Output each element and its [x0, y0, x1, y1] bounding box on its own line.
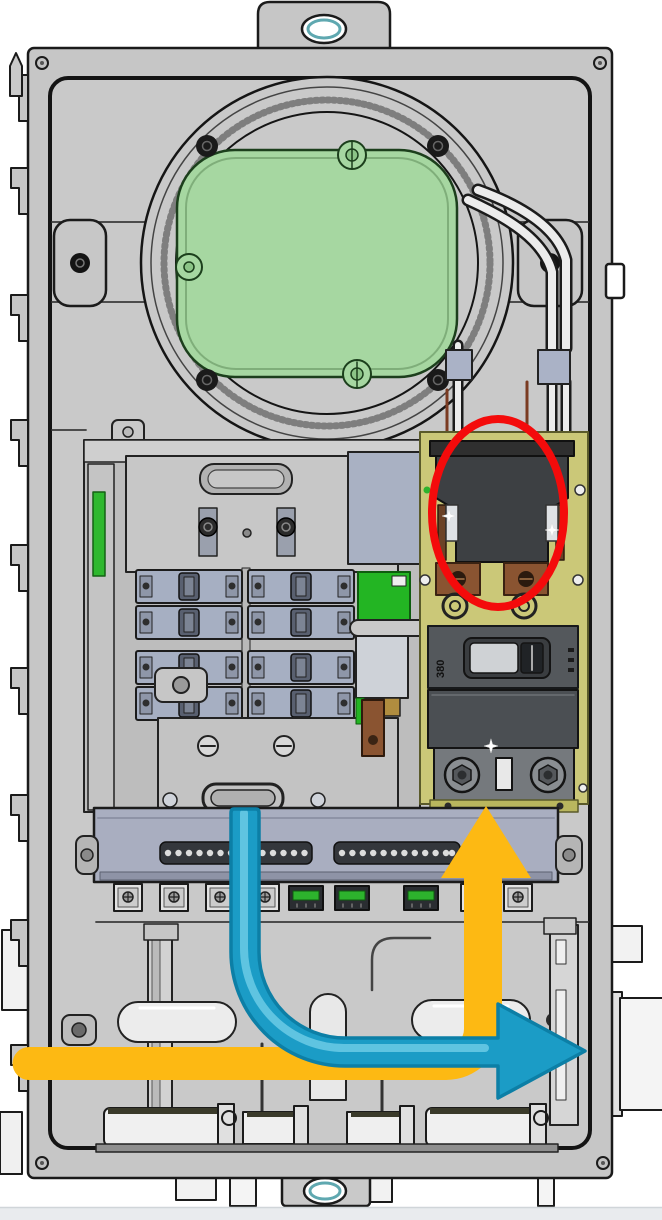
terminal-dots-right	[338, 849, 456, 857]
side-module	[347, 451, 421, 565]
mounting-ear-left	[52, 218, 108, 308]
plate-screw-bosses	[175, 140, 372, 389]
capsule-left	[117, 1001, 237, 1043]
bottom-fittings	[95, 1103, 559, 1153]
pcb-led	[423, 486, 431, 494]
circuit-breaker: 380	[427, 625, 579, 803]
transformer-highlight-ellipse	[428, 415, 568, 611]
top-mounting-tab	[256, 0, 392, 56]
heat-exchanger-tubes	[445, 183, 573, 449]
blue-flow-arrow	[229, 807, 587, 1100]
side-block	[355, 635, 409, 699]
tube-clamp-right	[537, 349, 571, 385]
breaker-rocker	[469, 642, 519, 674]
hinge-pin	[9, 52, 23, 97]
grommet-ring-top	[306, 18, 342, 40]
copper-bracket	[361, 699, 385, 757]
blower-housing	[139, 75, 515, 451]
gasket-plate	[175, 148, 459, 379]
tube-clamp-left	[445, 349, 473, 381]
blue-arrow-outline	[229, 807, 587, 1100]
side-latch	[604, 262, 626, 300]
relay-assembly	[83, 419, 447, 814]
breaker-rating-label: 380	[435, 660, 447, 678]
housing-screws	[196, 135, 449, 391]
right-bracket	[543, 917, 579, 1126]
serrated-ring	[160, 96, 494, 430]
blue-arrow-highlight	[240, 809, 489, 1052]
bottom-bar	[0, 1206, 662, 1220]
green-indicator-strip	[92, 491, 106, 577]
grommet-ring-bottom	[308, 1181, 342, 1201]
thin-pipe	[370, 936, 432, 992]
corner-screws	[35, 56, 610, 1170]
